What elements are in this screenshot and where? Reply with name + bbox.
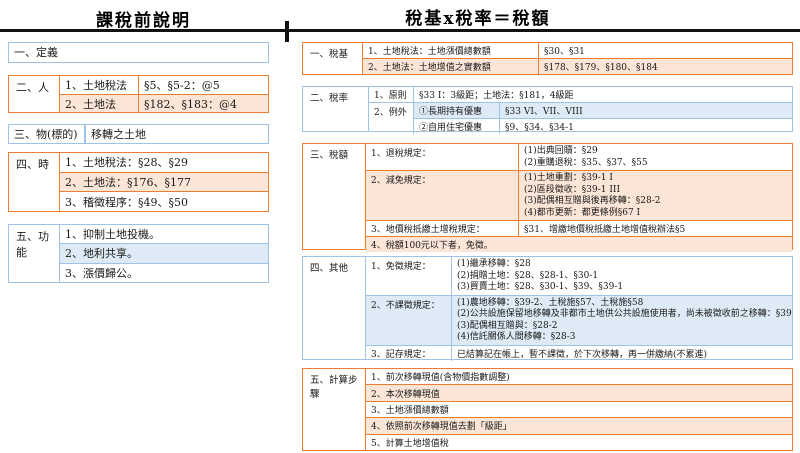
section-others: 四、其他 1、免徵規定： (1)繼承移轉：§28 (2)捐贈土地：§28、§28…: [302, 256, 793, 361]
table-row: 1、前次移轉現值(含物價指數調整): [366, 369, 792, 384]
ref-line: (1)出典回贖：§29: [524, 146, 598, 156]
section-others-label: 四、其他: [303, 257, 366, 359]
law-ref: §5、§5-2：@5: [138, 76, 268, 94]
section-tax-rate-label: 二、稅率: [303, 87, 369, 131]
item-text: 1、免徵規定：: [371, 262, 431, 272]
item-text: 2、減免規定：: [371, 176, 431, 186]
item-ref: §30、§31: [538, 43, 792, 58]
item-text: 1、土地稅法：土地漲價總數額: [368, 47, 491, 57]
ref-line: (2)捐贈土地：§28、§28-1、§30-1: [457, 270, 599, 281]
section-function: 五、功能 1、抑制土地投機。 2、地利共享。 3、漲價歸公。: [8, 224, 269, 283]
step-text: 4、依照前次移轉現值去劃「級距」: [371, 422, 512, 433]
item-text: 1、原則: [374, 91, 407, 101]
item-text: 3、記存規定：: [371, 349, 431, 360]
table-row: 3、地價稅抵繳土增稅規定： §31、增繳地價稅抵繳土地增值稅辦法§5: [366, 220, 792, 236]
law-ref: §182、§183：@4: [138, 94, 268, 113]
section-tax-amount: 三、稅額 1、退稅規定： (1)出典回贖：§29 (2)重購退稅：§35、§37…: [302, 143, 793, 252]
section-object-value: 移轉之土地: [85, 125, 268, 143]
item-value: §33 I：3級距；土地法：§181，4級距: [413, 87, 792, 102]
row-text: 2、土地法：§176、§177: [65, 176, 191, 189]
section-person: 二、人 1、土地稅法 §5、§5-2：@5 2、土地法 §182、§183：@4: [8, 75, 269, 113]
ref-line: (2)重購退稅：§35、§37、§55: [524, 157, 648, 168]
item-ref: §178、§179、§180、§184: [538, 59, 792, 74]
ref-line: (3)配偶相互贈與：§28-2: [457, 320, 558, 331]
law-name: 2、土地法: [65, 97, 116, 111]
table-row: 1、原則 §33 I：3級距；土地法：§181，4級距: [369, 87, 792, 102]
table-row: 3、稽徵程序：§49、§50: [60, 191, 268, 211]
section-tax-base-label: 一、稅基: [303, 43, 363, 74]
section-tax-base: 一、稅基 1、土地稅法：土地漲價總數額 §30、§31 2、土地法：土地增值之實…: [302, 42, 793, 75]
exception-ref: §33 VI、VII、VIII: [499, 103, 792, 118]
table-row: 1、土地稅法：§28、§29: [60, 153, 268, 172]
exception-type: ①長期持有優惠: [419, 107, 483, 117]
ref-line: (3)配偶相互贈與後再移轉：§28-2: [524, 196, 661, 206]
right-title: 稅基x稅率＝稅額: [405, 9, 551, 29]
row-text: 1、抑制土地投機。: [65, 228, 160, 242]
ref-line: 已結算記在帳上，暫不課徵，於下次移轉，再一併繳納(不累進): [451, 345, 792, 361]
table-row: 2、減免規定： (1)土地重劃：§39-1 I (2)區段徵收：§39-1 II…: [366, 170, 792, 220]
section-tax-amount-label: 三、稅額: [303, 144, 366, 249]
ref-line: (3)買賣土地：§28、§30-1、§39、§39-1: [457, 282, 624, 292]
table-row: 2、例外 ①長期持有優惠 §33 VI、VII、VIII ②自用住宅優惠 §9、…: [369, 102, 792, 134]
table-row: ②自用住宅優惠 §9、§34、§34-1: [414, 118, 792, 134]
row-text: 3、漲價歸公。: [65, 266, 138, 280]
ref-line: (4)都市更新：都更條例§67 I: [524, 207, 641, 218]
table-row: 4、依照前次移轉現值去劃「級距」: [366, 417, 792, 434]
table-row: 1、抑制土地投機。: [60, 225, 268, 243]
table-row: 1、退稅規定： (1)出典回贖：§29 (2)重購退稅：§35、§37、§55: [366, 144, 792, 170]
table-row: 1、土地稅法 §5、§5-2：@5: [60, 76, 268, 94]
ref-line: §31、增繳地價稅抵繳土地增值稅辦法§5: [518, 221, 792, 236]
row-text: 1、土地稅法：§28、§29: [65, 156, 188, 170]
section-time: 四、時 1、土地稅法：§28、§29 2、土地法：§176、§177 3、稽徵程…: [8, 152, 269, 212]
table-row: 2、不課徵規定： (1)農地移轉：§39-2、土稅施§57、土稅施§58 (2)…: [366, 294, 792, 345]
exception-ref: §9、§34、§34-1: [499, 119, 792, 134]
table-row: 3、土地漲價總數額: [366, 400, 792, 417]
table-row: 3、漲價歸公。: [60, 262, 268, 282]
table-row: 4、稅額100元以下者，免徵。: [366, 236, 792, 252]
ref-line: (1)繼承移轉：§28: [457, 259, 531, 269]
table-row: 2、土地法：土地增值之實數額 §178、§179、§180、§184: [363, 58, 792, 74]
item-text: 2、不課徵規定：: [371, 300, 440, 311]
step-text: 2、本次移轉現值: [371, 389, 440, 400]
section-definition: 一、定義: [8, 42, 269, 63]
note-text: 4、稅額100元以下者，免徵。: [371, 241, 493, 251]
section-object-label: 三、物(標的): [9, 125, 85, 143]
ref-line: (2)公共設施保留地移轉及非都市土地供公共設施使用者，尚未被徵收前之移轉：§39: [457, 309, 792, 319]
table-row: 2、地利共享。: [60, 243, 268, 263]
item-text: 2、土地法：土地增值之實數額: [368, 63, 491, 73]
table-row: 2、本次移轉現值: [366, 384, 792, 401]
left-title: 課稅前說明: [96, 11, 191, 31]
section-time-label: 四、時: [9, 153, 60, 211]
divider-vertical: [285, 21, 289, 42]
section-steps: 五、計算步驟 1、前次移轉現值(含物價指數調整) 2、本次移轉現值 3、土地漲價…: [302, 368, 793, 451]
section-tax-rate: 二、稅率 1、原則 §33 I：3級距；土地法：§181，4級距 2、例外 ①長…: [302, 86, 793, 134]
table-row: 2、土地法：§176、§177: [60, 171, 268, 192]
ref-line: (1)土地重劃：§39-1 I: [524, 173, 613, 183]
table-row: 5、計算土地增值稅: [366, 433, 792, 450]
step-text: 3、土地漲價總數額: [371, 406, 449, 417]
table-row: 2、土地法 §182、§183：@4: [60, 94, 268, 113]
row-text: 3、稽徵程序：§49、§50: [65, 195, 188, 209]
ref-line: (1)農地移轉：§39-2、土稅施§57、土稅施§58: [457, 297, 644, 308]
table-row: 1、免徵規定： (1)繼承移轉：§28 (2)捐贈土地：§28、§28-1、§3…: [366, 257, 792, 295]
table-row: 3、記存規定： 已結算記在帳上，暫不課徵，於下次移轉，再一併繳納(不累進): [366, 344, 792, 361]
row-text: 2、地利共享。: [65, 247, 138, 261]
table-row: 1、土地稅法：土地漲價總數額 §30、§31: [363, 43, 792, 58]
divider-horizontal: [0, 29, 800, 32]
table-row: ①長期持有優惠 §33 VI、VII、VIII: [414, 103, 792, 118]
section-steps-label: 五、計算步驟: [303, 369, 366, 450]
item-text: 3、地價稅抵繳土增稅規定：: [371, 225, 485, 235]
section-person-label: 二、人: [9, 76, 60, 112]
section-function-label: 五、功能: [9, 225, 60, 282]
step-text: 5、計算土地增值稅: [371, 438, 449, 449]
item-text: 1、退稅規定：: [371, 149, 431, 159]
ref-line: (2)區段徵收：§39-1 III: [524, 184, 620, 195]
step-text: 1、前次移轉現值(含物價指數調整): [371, 373, 510, 384]
ref-line: (4)信託關係人間移轉：§28-3: [457, 332, 576, 342]
section-definition-label: 一、定義: [14, 46, 58, 59]
law-name: 1、土地稅法: [65, 79, 127, 92]
section-object: 三、物(標的) 移轉之土地: [8, 124, 269, 144]
exception-type: ②自用住宅優惠: [419, 123, 483, 133]
item-text: 2、例外: [374, 108, 407, 118]
